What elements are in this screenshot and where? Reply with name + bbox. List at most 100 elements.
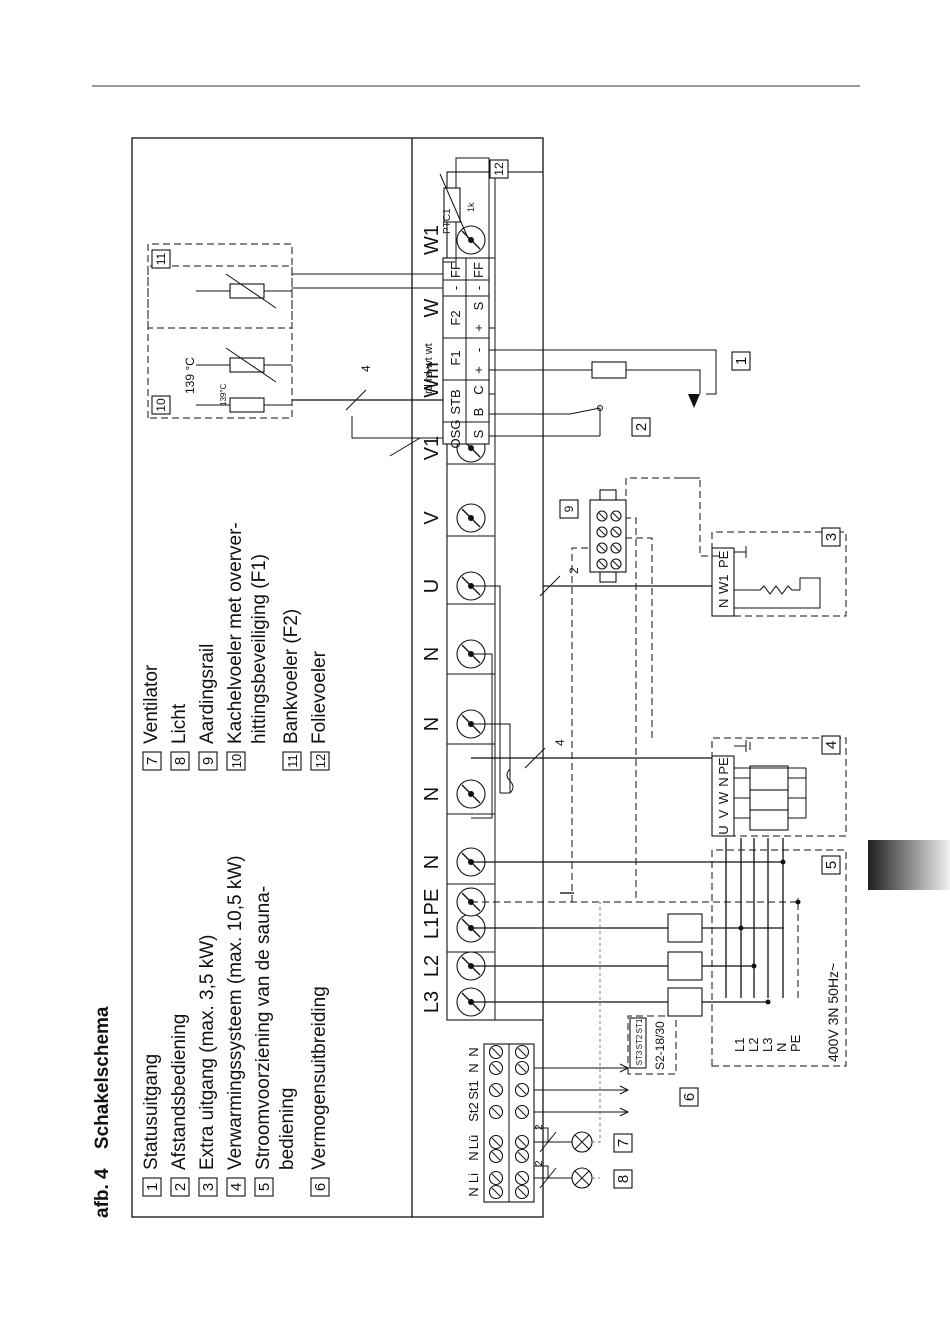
heating-element-3 xyxy=(749,765,789,791)
sensor-top-label: STB xyxy=(448,389,463,414)
legend-number: 4 xyxy=(228,1183,245,1191)
small-terminal-label: St2 xyxy=(466,1102,481,1122)
line-label-l1: L1 xyxy=(732,1038,747,1052)
sensor-wire-count: 4 xyxy=(359,365,373,372)
small-terminal-label: N xyxy=(466,1187,481,1196)
sensor-bottom-label: S xyxy=(471,429,486,438)
svg-text:3: 3 xyxy=(823,533,840,541)
power-terminal-label: W xyxy=(421,298,443,317)
bench-sensor: 11 xyxy=(147,243,293,329)
svg-text:ST3: ST3 xyxy=(635,1050,644,1065)
legend-number: 9 xyxy=(200,757,217,765)
legend-text: Licht xyxy=(169,703,190,744)
legend-number-box xyxy=(142,751,162,771)
svg-text:ST1: ST1 xyxy=(635,1018,644,1033)
legend-number-box xyxy=(142,1177,162,1197)
legend-text: Extra uitgang (max. 3,5 kW) xyxy=(197,935,218,1170)
power-terminal-label: Wm xyxy=(421,362,443,398)
light-wire-count: 2 xyxy=(534,1160,545,1166)
legend-text: Stroomvoorziening van de sauna- xyxy=(253,886,274,1170)
supply-spec: 400V 3N 50Hz~ xyxy=(825,963,841,1062)
callout-9 xyxy=(559,499,579,519)
small-terminal-label: Li xyxy=(466,1173,481,1183)
callout-8 xyxy=(613,1169,633,1189)
legend-number: 2 xyxy=(172,1183,189,1191)
power-terminal-label: N xyxy=(421,717,443,731)
svg-text:afb. 4 Schakelschema: afb. 4 Schakelschema xyxy=(92,1006,113,1218)
svg-text:2: 2 xyxy=(633,423,650,431)
power-terminal-label: L3 xyxy=(421,991,443,1013)
small-terminal-label: N xyxy=(466,1151,481,1160)
legend-number: 6 xyxy=(312,1183,329,1191)
legend-number-box xyxy=(198,1177,218,1197)
heater-wire-count: 4 xyxy=(553,739,567,746)
svg-text:N: N xyxy=(716,599,731,608)
sensor-bottom-label: + xyxy=(471,366,486,374)
status-led xyxy=(688,394,700,408)
callout-11 xyxy=(151,249,171,269)
extra-resistor xyxy=(734,585,800,595)
power-terminal-label: PE xyxy=(421,889,443,916)
legend-number-box xyxy=(198,751,218,771)
fuse-l1 xyxy=(667,913,703,943)
callout-3 xyxy=(821,527,841,547)
legend-text: Aardingsrail xyxy=(197,644,218,744)
legend-number-box xyxy=(254,1177,274,1197)
legend-item-2: 2 Afstandsbediening xyxy=(169,1014,190,1197)
svg-text:139°C: 139°C xyxy=(219,383,228,406)
legend-number: 5 xyxy=(256,1183,273,1191)
legend-number: 12 xyxy=(313,754,328,768)
callout-12 xyxy=(489,159,509,179)
svg-text:12: 12 xyxy=(492,162,506,176)
svg-text:PE: PE xyxy=(716,550,731,568)
svg-text:W1: W1 xyxy=(716,575,731,595)
svg-text:6: 6 xyxy=(681,1093,698,1101)
heater-terminal-label: N xyxy=(716,777,731,786)
chapter-tab xyxy=(868,840,950,890)
small-terminal-label: N xyxy=(466,1047,481,1056)
heater-sensor: 139 °C 139°C 10 xyxy=(147,265,293,419)
legend-number-box xyxy=(310,751,330,771)
legend-text: Ventilator xyxy=(141,664,162,744)
power-terminal-label: W1 xyxy=(421,225,443,255)
sensor-bottom-label: - xyxy=(471,286,486,290)
fuse-l2 xyxy=(667,951,703,981)
line-label-n: N xyxy=(774,1043,789,1052)
power-extension-label: S2-18/30 xyxy=(653,1021,667,1070)
legend-text: Verwarmingssysteem (max. 10,5 kW) xyxy=(225,855,246,1170)
wire-color-labels: rd rd wt wt xyxy=(423,343,435,394)
figure-label: afb. 4 xyxy=(92,1168,113,1218)
sensor-bottom-label: FF xyxy=(471,262,486,278)
legend-text-cont: bediening xyxy=(277,1088,298,1170)
small-terminal-label: N xyxy=(466,1063,481,1072)
sensor-bottom-label: B xyxy=(471,408,486,417)
callout-7 xyxy=(613,1133,633,1153)
small-terminal-label: Lü xyxy=(466,1135,481,1149)
heater-terminal-label: PE xyxy=(716,757,731,775)
sensor-top-label: OSG xyxy=(448,420,463,449)
svg-text:4: 4 xyxy=(823,741,840,749)
svg-text:10: 10 xyxy=(154,398,168,412)
temperature-label: 139 °C xyxy=(183,357,197,394)
legend-item-4: 4 Verwarmingssysteem (max. 10,5 kW) xyxy=(225,855,246,1197)
svg-text:1: 1 xyxy=(733,357,750,365)
legend-text: Kachelvoeler met overver- xyxy=(225,522,246,744)
heater-terminal-label: U xyxy=(716,825,731,834)
power-terminal-label: N xyxy=(421,855,443,869)
sensor-bottom-label: C xyxy=(471,385,486,394)
svg-text:5: 5 xyxy=(823,861,840,869)
legend-number-box xyxy=(282,751,302,771)
legend-text: Afstandsbediening xyxy=(169,1014,190,1170)
fuse-l3 xyxy=(667,987,703,1017)
overheat-fuse xyxy=(229,397,265,413)
sensor-bottom-label: - xyxy=(471,348,486,352)
ptc-value: 1k xyxy=(466,202,476,212)
heater-terminal-label: W xyxy=(716,791,731,804)
legend-number: 11 xyxy=(285,754,300,768)
